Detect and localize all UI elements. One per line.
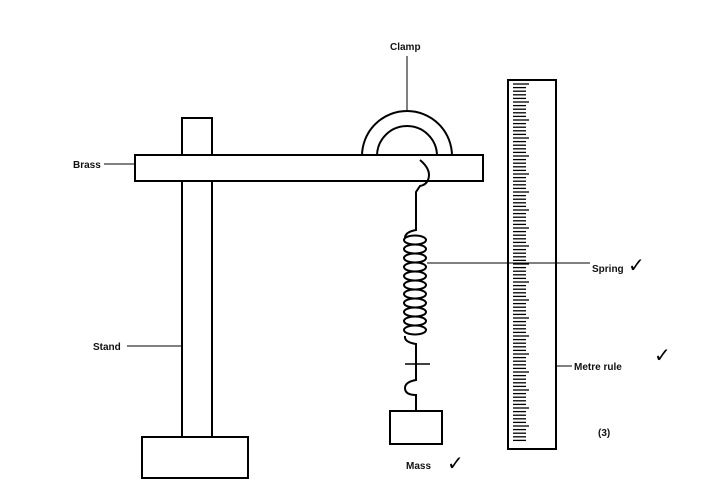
spring-hook [404, 159, 430, 239]
spring-lower-wire [403, 335, 417, 411]
spring-coil [403, 315, 427, 327]
check-icon: ✓ [447, 451, 464, 475]
spring-coil [403, 270, 427, 282]
spring-coil [403, 234, 427, 246]
spring-coil [403, 279, 427, 291]
spring-coil [403, 288, 427, 300]
clamp-outer [361, 110, 453, 157]
spring-coil [403, 252, 427, 264]
check-icon: ✓ [628, 253, 645, 277]
brass-bar [134, 154, 484, 182]
spring-coil [403, 261, 427, 273]
label-brass: Brass [73, 160, 101, 171]
check-icon: ✓ [654, 343, 671, 367]
label-clamp: Clamp [390, 42, 421, 53]
label-marks: (3) [598, 428, 610, 439]
spring-coils [403, 234, 427, 336]
stand-base [141, 436, 249, 479]
ruler-ticks [513, 83, 529, 442]
label-mass: Mass [406, 461, 431, 472]
mass-block [389, 410, 443, 445]
label-spring: Spring [592, 264, 624, 275]
spring-coil [403, 297, 427, 309]
spring-coil [403, 243, 427, 255]
clamp-inner [376, 125, 438, 157]
spring-coil [403, 306, 427, 318]
spring-coil [403, 324, 427, 336]
label-metre-rule: Metre rule [574, 362, 622, 373]
label-stand: Stand [93, 342, 121, 353]
